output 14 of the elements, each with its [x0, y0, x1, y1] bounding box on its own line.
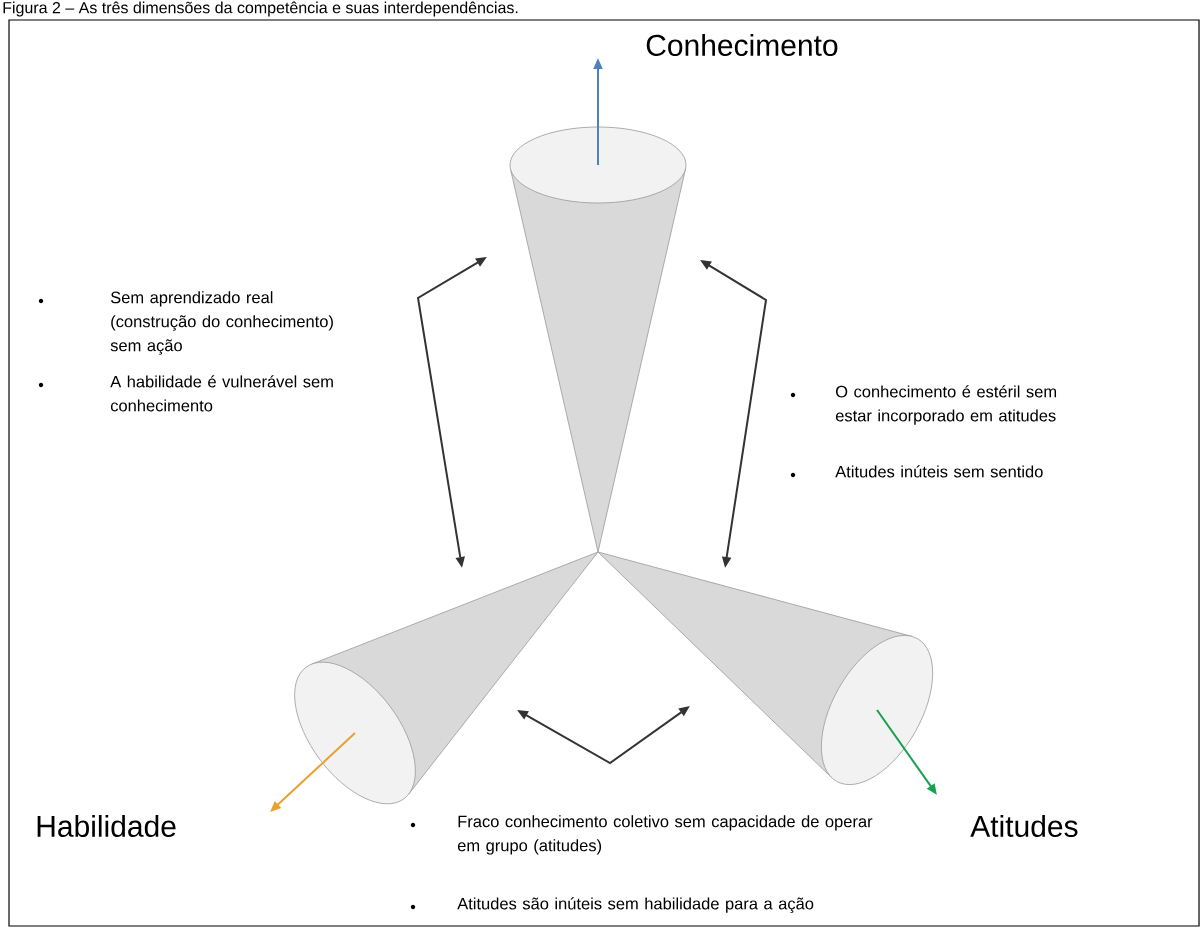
bullet-item: Fraco conhecimento coletivo sem capacidade de operar em grupo (atitudes)	[410, 815, 873, 855]
figure-title: Figura 2 – As três dimensões da competência e suas interdependências.	[3, 1, 518, 17]
bullet-item: Atitudes inúteis sem sentido	[790, 465, 1043, 478]
bullet-item: Sem aprendizado real (construção do conhecimento) sem ação	[38, 291, 333, 355]
cone-drawing	[597, 551, 934, 785]
arrow	[270, 732, 356, 812]
dimension-label: Conhecimento	[646, 34, 838, 56]
bullet-item: O conhecimento é estéril sem estar incorporado em atitudes	[790, 385, 1056, 425]
cone-drawing	[294, 551, 599, 805]
dimension-label: Habilidade	[37, 815, 176, 837]
bullet-item: A habilidade é vulnerável sem conhecimento	[38, 375, 333, 412]
cone-drawing	[509, 126, 687, 553]
dimension-label: Atitudes	[970, 815, 1078, 837]
bullet-item: Atitudes são inúteis sem habilidade para a ação	[410, 897, 814, 913]
